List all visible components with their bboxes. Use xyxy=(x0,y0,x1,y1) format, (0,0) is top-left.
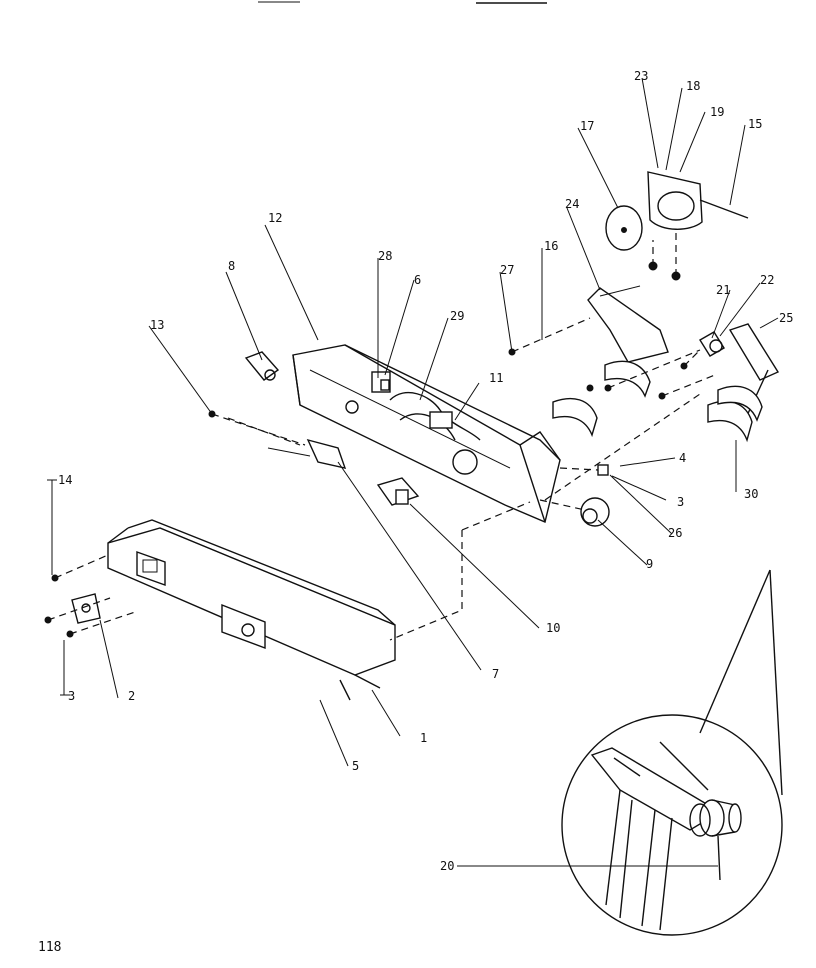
callout-8: 8 xyxy=(228,259,235,273)
callout-16: 16 xyxy=(544,239,558,253)
callout-15: 15 xyxy=(748,117,762,131)
callout-27: 27 xyxy=(500,263,514,277)
callout-20: 20 xyxy=(440,859,454,873)
callout-4: 4 xyxy=(679,451,686,465)
callout-6: 6 xyxy=(414,273,421,287)
callout-17: 17 xyxy=(580,119,594,133)
page-number: 118 xyxy=(38,940,62,955)
assembly-lines xyxy=(47,230,716,641)
part-8-solenoid xyxy=(244,351,280,381)
cam-blocks xyxy=(552,360,763,443)
callout-21: 21 xyxy=(716,283,730,297)
part-22-rotor xyxy=(699,331,725,357)
callout-7: 7 xyxy=(492,667,499,681)
part-18-cradle xyxy=(647,171,749,230)
callout-22: 22 xyxy=(760,273,774,287)
callout-26: 26 xyxy=(668,526,682,540)
part-2-bracket xyxy=(71,593,101,624)
callout-13: 13 xyxy=(150,318,164,332)
callout-11: 11 xyxy=(489,371,503,385)
detail-circle xyxy=(561,569,783,936)
part-7-switch xyxy=(267,438,347,469)
callout-30: 30 xyxy=(744,487,758,501)
part-24-bracket xyxy=(587,285,669,363)
front-panel xyxy=(107,519,396,701)
callout-1: 1 xyxy=(420,731,427,745)
callout-23: 23 xyxy=(634,69,648,83)
callout-10: 10 xyxy=(546,621,560,635)
part-17-disc xyxy=(605,205,643,251)
header-fragment xyxy=(258,1,547,4)
callout-12: 12 xyxy=(268,211,282,225)
part-26-clip xyxy=(597,464,609,476)
main-housing xyxy=(292,344,561,523)
callout-24: 24 xyxy=(565,197,579,211)
callout-labels: 1 2 3 3 4 5 6 7 8 9 10 11 12 13 14 15 16… xyxy=(58,69,793,873)
callout-14: 14 xyxy=(58,473,72,487)
part-6-clip xyxy=(380,379,390,391)
callout-19: 19 xyxy=(710,105,724,119)
leader-lines xyxy=(47,77,779,867)
callout-25: 25 xyxy=(779,311,793,325)
callout-3: 3 xyxy=(68,689,75,703)
callout-9: 9 xyxy=(646,557,653,571)
callout-5: 5 xyxy=(352,759,359,773)
callout-29: 29 xyxy=(450,309,464,323)
callout-18: 18 xyxy=(686,79,700,93)
callout-28: 28 xyxy=(378,249,392,263)
part-9-knob xyxy=(580,497,610,527)
part-10-switch xyxy=(376,477,420,506)
callout-3: 3 xyxy=(677,495,684,509)
callout-2: 2 xyxy=(128,689,135,703)
